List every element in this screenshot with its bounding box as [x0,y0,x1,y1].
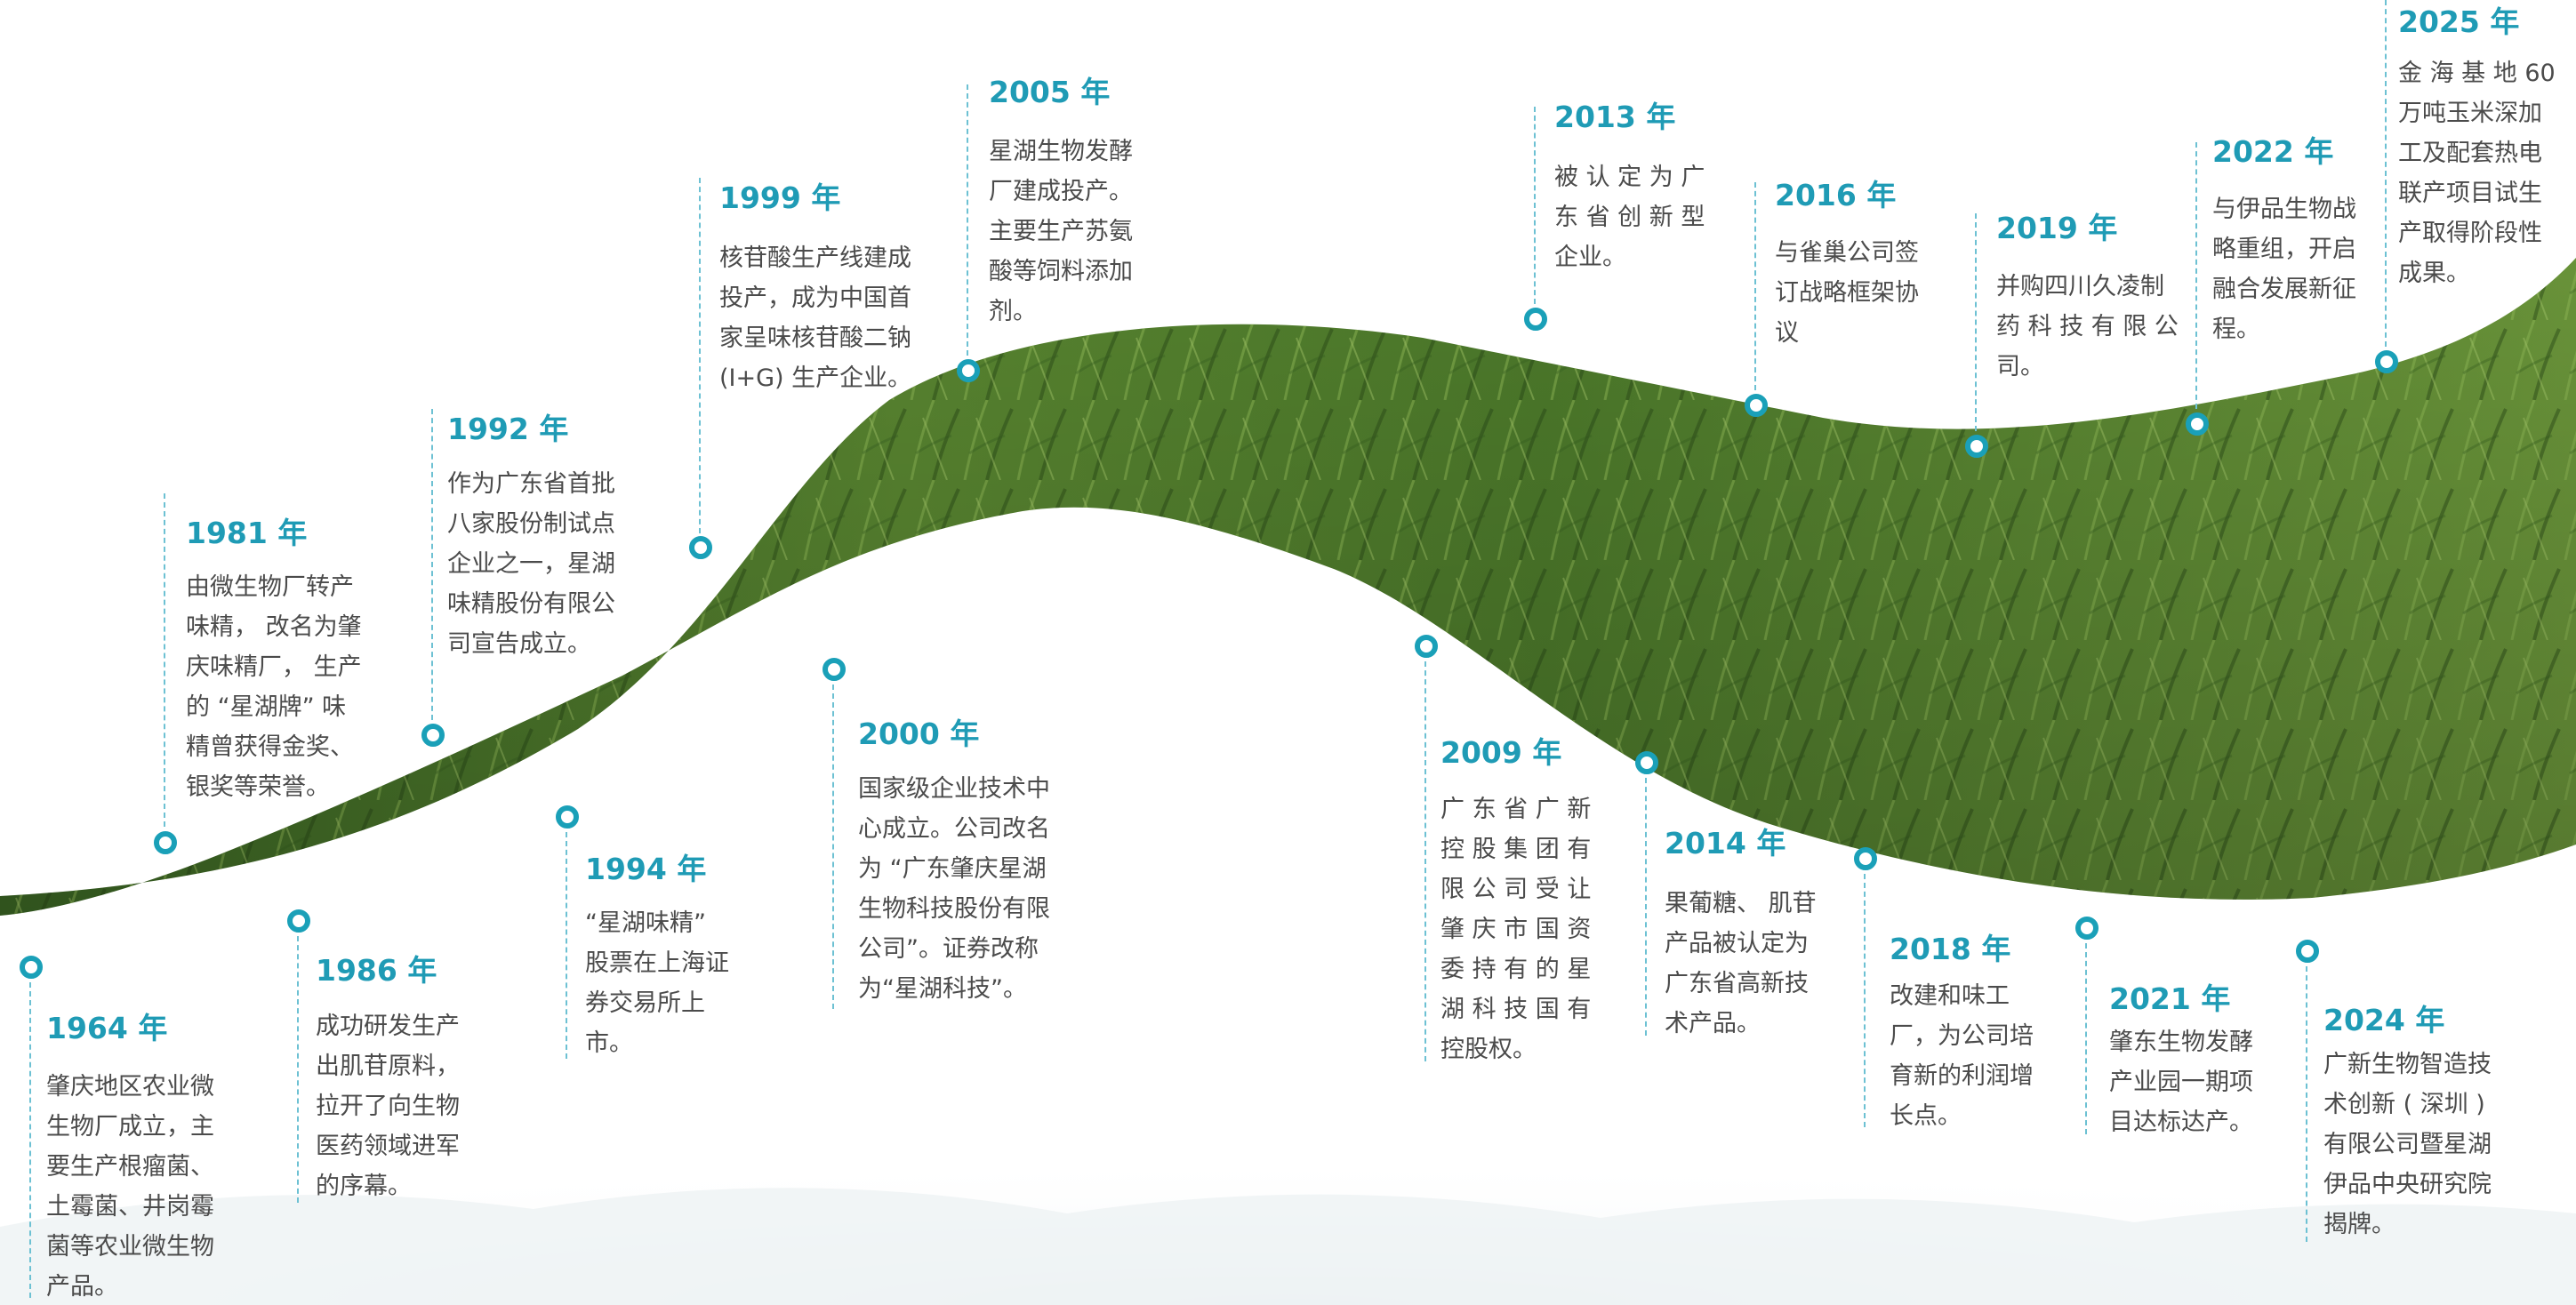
event-description: 由微生物厂转产 味精， 改名为肇 庆味精厂， 生产 的 “星湖牌” 味 精曾获得… [186,573,362,801]
event-year: 2021 年 [2109,981,2231,1016]
event-year: 2025 年 [2398,4,2520,39]
event-year: 1986 年 [316,953,437,988]
event-description: 与伊品生物战 略重组，开启 融合发展新征 程。 [2212,196,2356,343]
event-description: 核苷酸生产线建成 投产，成为中国首 家呈味核苷酸二钠 (I+G) 生产企业。 [719,244,912,392]
timeline-connector [2306,966,2307,1242]
timeline-connector [1864,874,1866,1127]
timeline-dot [1965,435,1988,458]
timeline-dot [154,831,177,854]
timeline-connector [1975,213,1977,431]
event-description: 星湖生物发酵 厂建成投产。 主要生产苏氨 酸等饲料添加 剂。 [989,138,1133,325]
event-description: 国家级企业技术中 心成立。公司改名 为 “广东肇庆星湖 生物科技股份有限 公司”… [858,775,1050,1003]
event-description: 广新生物智造技 术创新 ( 深圳 ) 有限公司暨星湖 伊品中央研究院 揭牌。 [2323,1051,2492,1238]
event-year: 2009 年 [1440,735,1562,770]
event-description: 肇东生物发酵 产业园一期项 目达标达产。 [2109,1029,2253,1136]
timeline-dot [2186,412,2209,436]
event-year: 2013 年 [1554,100,1676,134]
event-year: 1981 年 [186,516,308,550]
timeline-dot [823,658,846,681]
event-year: 2018 年 [1890,932,2011,966]
event-description: 广 东 省 广 新 控 股 集 团 有 限 公 司 受 让 肇 庆 市 国 资 … [1440,796,1592,1063]
timeline-dot [421,724,445,747]
timeline-dot [2375,350,2398,373]
event-description: 果葡糖、 肌苷 产品被认定为 广东省高新技 术产品。 [1665,890,1817,1037]
timeline-connector [2385,0,2387,347]
timeline-dot [2296,940,2319,963]
timeline-dot [287,909,310,933]
event-description: 被 认 定 为 广 东 省 创 新 型 企业。 [1554,164,1705,271]
event-description: “星湖味精” 股票在上海证 券交易所上 市。 [585,909,729,1057]
timeline-connector [566,832,567,1059]
event-year: 2005 年 [989,75,1111,109]
event-year: 1992 年 [447,412,569,446]
event-year: 2016 年 [1775,178,1897,212]
timeline-dot [1415,635,1438,658]
timeline-connector [1424,661,1426,1061]
event-description: 金 海 基 地 60 万吨玉米深加 工及配套热电 联产项目试生 产取得阶段性 成… [2398,60,2556,287]
timeline-connector [1645,778,1647,1036]
event-year: 1964 年 [46,1011,168,1045]
timeline-connector [431,409,433,720]
event-year: 1999 年 [719,180,841,215]
event-description: 与雀巢公司签 订战略框架协 议 [1775,239,1919,347]
event-year: 1994 年 [585,852,707,886]
timeline-connector [29,982,31,1298]
timeline-connector [1534,107,1536,304]
event-description: 改建和味工 厂，为公司培 育新的利润增 长点。 [1890,982,2034,1130]
timeline-connector [699,178,701,533]
timeline-connector [967,84,968,356]
timeline-dot [957,359,980,382]
timeline-dot [1524,308,1547,331]
event-year: 2022 年 [2212,134,2334,169]
event-year: 2000 年 [858,717,980,751]
timeline-dot [556,805,579,829]
timeline-dot [1635,751,1658,774]
event-year: 2024 年 [2323,1003,2445,1037]
timeline-dot [20,956,43,979]
timeline-dot [1745,394,1768,417]
timeline-connector [2195,142,2197,409]
timeline-connector [297,936,299,1203]
timeline-connector [832,685,834,1009]
timeline-dot [2075,917,2099,940]
event-year: 2014 年 [1665,826,1786,861]
event-year: 2019 年 [1996,211,2118,245]
event-description: 作为广东省首批 八家股份制试点 企业之一，星湖 味精股份有限公 司宣告成立。 [447,470,615,658]
event-description: 成功研发生产 出肌苷原料， 拉开了向生物 医药领域进军 的序幕。 [316,1013,460,1200]
timeline-connector [1754,182,1756,390]
timeline-dot [689,536,712,559]
event-description: 并购四川久凌制 药 科 技 有 限 公 司。 [1996,273,2179,380]
timeline-dot [1854,847,1877,870]
timeline-connector [164,493,165,827]
timeline-connector [2085,943,2087,1134]
event-description: 肇庆地区农业微 生物厂成立，主 要生产根瘤菌、 土霉菌、井岗霉 菌等农业微生物 … [46,1073,214,1301]
